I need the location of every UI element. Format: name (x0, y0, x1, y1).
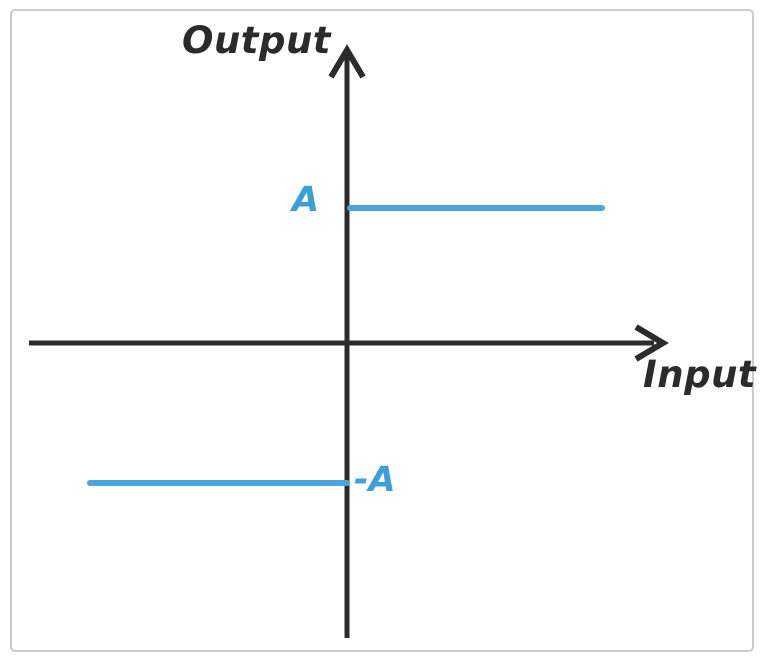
negative-level-label: -A (354, 460, 396, 500)
y-axis-label: Output (182, 19, 331, 62)
y-axis-arrowhead-icon (328, 44, 366, 79)
x-axis-arrowhead-icon (634, 324, 669, 362)
image-frame (10, 9, 754, 652)
positive-level-label: A (292, 180, 320, 220)
x-axis-label: Input (643, 353, 757, 396)
